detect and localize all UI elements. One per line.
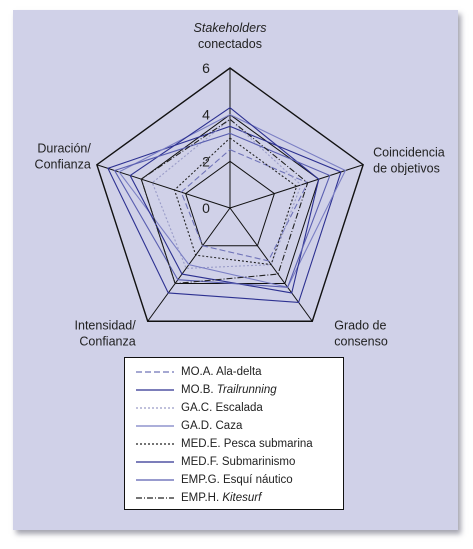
tick-label: 0 bbox=[202, 200, 210, 216]
series-4-line bbox=[118, 114, 347, 288]
grid-ring-2 bbox=[185, 160, 275, 247]
series-3-line bbox=[151, 118, 302, 269]
series-2-line bbox=[107, 125, 342, 303]
legend-swatch bbox=[136, 461, 174, 463]
series-7-line bbox=[113, 132, 331, 288]
legend-swatch bbox=[136, 371, 174, 373]
axis-label-4: Intensidad/Confianza bbox=[75, 318, 137, 348]
legend-item: MED.E. Pesca submarina bbox=[135, 435, 343, 453]
legend-label: EMP.G. Esquí náutico bbox=[181, 474, 293, 486]
series-5-line bbox=[173, 137, 298, 266]
legend-item: MO.A. Ala-delta bbox=[135, 363, 343, 381]
legend-swatch bbox=[136, 479, 174, 481]
legend-item: EMP.G. Esquí náutico bbox=[135, 471, 343, 489]
tick-label: 6 bbox=[202, 60, 210, 76]
legend-swatch bbox=[136, 497, 174, 499]
legend-label: MO.B. Trailrunning bbox=[181, 384, 277, 396]
legend-swatch bbox=[136, 443, 174, 445]
legend-swatch bbox=[136, 389, 174, 391]
legend-item: GA.C. Escalada bbox=[135, 399, 343, 417]
tick-label: 2 bbox=[202, 153, 210, 169]
legend-label: MO.A. Ala-delta bbox=[181, 366, 262, 378]
grid-ring-6 bbox=[96, 67, 364, 322]
legend-label: EMP.H. Kitesurf bbox=[181, 492, 262, 504]
axis-line-2 bbox=[229, 164, 364, 209]
legend-label: GA.D. Caza bbox=[181, 420, 243, 432]
legend-item: MO.B. Trailrunning bbox=[135, 381, 343, 399]
legend-label: MED.E. Pesca submarina bbox=[181, 438, 313, 450]
legend-swatch bbox=[136, 425, 174, 427]
series-8-line bbox=[140, 118, 309, 285]
legend-label: GA.C. Escalada bbox=[181, 402, 263, 414]
legend-swatch bbox=[136, 407, 174, 409]
legend-label: MED.F. Submarinismo bbox=[181, 456, 296, 468]
legend-item: MED.F. Submarinismo bbox=[135, 453, 343, 471]
legend-item: GA.D. Caza bbox=[135, 417, 343, 435]
legend-item: EMP.H. Kitesurf bbox=[135, 489, 343, 507]
series-1-line bbox=[180, 149, 309, 262]
axis-label-5: Duración/Confianza bbox=[35, 142, 92, 172]
tick-label: 4 bbox=[202, 107, 210, 123]
